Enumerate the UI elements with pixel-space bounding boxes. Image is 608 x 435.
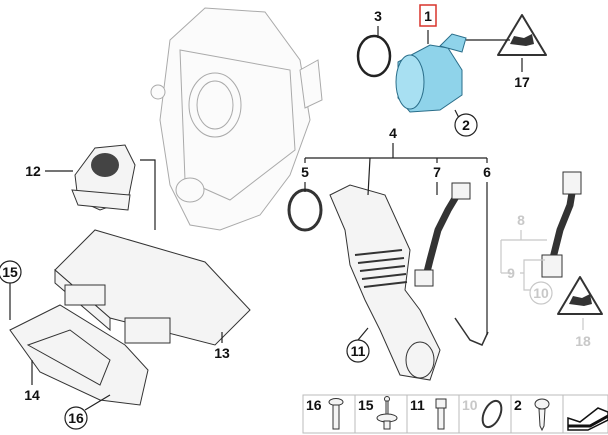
hex-bolt-icon xyxy=(435,398,447,430)
label-8[interactable]: 8 xyxy=(517,212,525,228)
hose-clamp[interactable] xyxy=(287,188,323,232)
leader-lines xyxy=(9,26,584,411)
self-tapping-screw-icon xyxy=(534,398,550,432)
label-11[interactable]: 11 xyxy=(351,343,366,359)
label-13[interactable]: 13 xyxy=(214,345,230,361)
svg-text:10: 10 xyxy=(462,397,478,413)
hardware-strip: 16 15 11 10 2 xyxy=(302,394,608,434)
label-3[interactable]: 3 xyxy=(374,8,382,24)
svg-text:16: 16 xyxy=(306,397,322,413)
label-16[interactable]: 16 xyxy=(68,410,84,426)
hardware-cell-10[interactable]: 10 xyxy=(458,394,512,434)
svg-text:15: 15 xyxy=(358,397,374,413)
mass-air-flow-sensor[interactable] xyxy=(395,33,467,113)
o-ring-icon xyxy=(481,399,503,429)
label-9[interactable]: 9 xyxy=(507,265,515,281)
warning-label-18[interactable] xyxy=(557,276,603,315)
label-1[interactable]: 1 xyxy=(424,8,432,24)
label-14[interactable]: 14 xyxy=(24,387,40,403)
wire-clip[interactable] xyxy=(454,317,489,346)
label-17[interactable]: 17 xyxy=(514,74,530,90)
next-page-button[interactable] xyxy=(562,394,608,434)
hardware-cell-15[interactable]: 15 xyxy=(354,394,408,434)
label-6[interactable]: 6 xyxy=(483,164,491,180)
callout-labels: 1 3 17 2 4 5 7 6 12 8 9 10 18 15 11 13 1… xyxy=(0,4,591,430)
hardware-cell-16[interactable]: 16 xyxy=(302,394,356,434)
warning-label-17[interactable] xyxy=(497,14,547,56)
hardware-cell-11[interactable]: 11 xyxy=(406,394,460,434)
rubber-mount[interactable] xyxy=(71,144,136,211)
label-12[interactable]: 12 xyxy=(25,163,41,179)
svg-text:2: 2 xyxy=(514,397,522,413)
lower-duct[interactable] xyxy=(9,304,149,406)
label-10[interactable]: 10 xyxy=(533,285,549,301)
label-7[interactable]: 7 xyxy=(433,164,441,180)
hardware-cell-2[interactable]: 2 xyxy=(510,394,564,434)
vent-hose[interactable] xyxy=(541,171,582,278)
seal-ring[interactable] xyxy=(356,34,392,78)
label-15[interactable]: 15 xyxy=(2,264,18,280)
svg-text:11: 11 xyxy=(410,397,425,413)
air-filter-housing xyxy=(150,7,323,231)
label-2[interactable]: 2 xyxy=(462,117,470,133)
label-18[interactable]: 18 xyxy=(575,333,591,349)
selected-part-box xyxy=(419,4,437,27)
intake-boot[interactable] xyxy=(329,184,441,381)
label-4[interactable]: 4 xyxy=(389,125,397,141)
label-5[interactable]: 5 xyxy=(301,164,309,180)
intake-duct[interactable] xyxy=(54,229,251,346)
expanding-rivet-icon xyxy=(376,396,398,430)
breather-hose[interactable] xyxy=(414,182,471,287)
pan-head-screw-icon xyxy=(328,398,344,430)
